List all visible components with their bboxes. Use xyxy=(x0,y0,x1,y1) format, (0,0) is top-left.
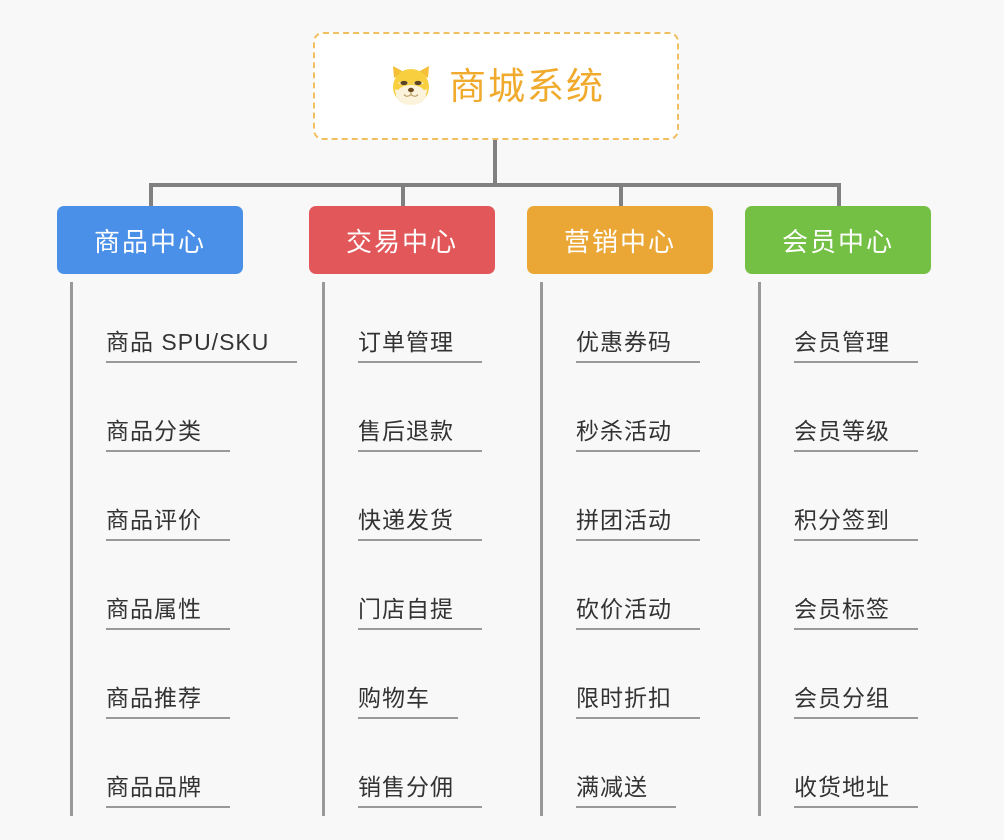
leaf-item[interactable]: 门店自提 xyxy=(322,549,482,638)
category-label: 营销中心 xyxy=(563,226,676,257)
leaf-item[interactable]: 商品推荐 xyxy=(70,638,297,727)
leaf-item[interactable]: 优惠券码 xyxy=(540,282,700,371)
leaf-item[interactable]: 限时折扣 xyxy=(540,638,700,727)
leaf-label: 会员标签 xyxy=(794,596,918,630)
leaf-label: 砍价活动 xyxy=(576,596,700,630)
leaf-item[interactable]: 收货地址 xyxy=(758,727,918,816)
leaf-label: 会员管理 xyxy=(794,329,918,363)
leaf-label: 商品 SPU/SKU xyxy=(106,329,298,363)
leaf-item[interactable]: 拼团活动 xyxy=(540,460,700,549)
leaf-label: 商品品牌 xyxy=(106,774,230,808)
leaf-column-2: 订单管理 售后退款 快递发货 门店自提 购物车 销售分佣 xyxy=(322,282,482,816)
leaf-item[interactable]: 商品属性 xyxy=(70,549,297,638)
leaf-item[interactable]: 会员等级 xyxy=(758,371,918,460)
leaf-label: 积分签到 xyxy=(794,507,918,541)
connector-drop-4 xyxy=(837,183,841,207)
category-label: 商品中心 xyxy=(93,226,206,257)
leaf-label: 拼团活动 xyxy=(576,507,700,541)
leaf-item[interactable]: 商品评价 xyxy=(70,460,297,549)
leaf-label: 购物车 xyxy=(358,685,458,719)
leaf-item[interactable]: 快递发货 xyxy=(322,460,482,549)
leaf-column-1: 商品 SPU/SKU 商品分类 商品评价 商品属性 商品推荐 商品品牌 xyxy=(70,282,298,816)
leaf-label: 商品分类 xyxy=(106,418,230,452)
leaf-label: 优惠券码 xyxy=(576,329,700,363)
leaf-item[interactable]: 售后退款 xyxy=(322,371,482,460)
leaf-label: 售后退款 xyxy=(358,418,482,452)
leaf-item[interactable]: 商品分类 xyxy=(70,371,297,460)
leaf-item[interactable]: 会员分组 xyxy=(758,638,918,727)
leaf-item[interactable]: 订单管理 xyxy=(322,282,482,371)
leaf-item[interactable]: 满减送 xyxy=(540,727,700,816)
leaf-label: 商品推荐 xyxy=(106,685,230,719)
category-box-4[interactable]: 会员中心 xyxy=(745,206,931,274)
leaf-item[interactable]: 商品品牌 xyxy=(70,727,297,816)
leaf-label: 商品评价 xyxy=(106,507,230,541)
leaf-label: 秒杀活动 xyxy=(576,418,700,452)
leaf-item[interactable]: 销售分佣 xyxy=(322,727,482,816)
leaf-label: 会员等级 xyxy=(794,418,918,452)
category-box-1[interactable]: 商品中心 xyxy=(57,206,243,274)
leaf-item[interactable]: 会员标签 xyxy=(758,549,918,638)
leaf-label: 商品属性 xyxy=(106,596,230,630)
connector-drop-3 xyxy=(619,183,623,207)
root-title: 商城系统 xyxy=(449,65,605,107)
leaf-item[interactable]: 积分签到 xyxy=(758,460,918,549)
leaf-label: 会员分组 xyxy=(794,685,918,719)
root-node[interactable]: 商城系统 xyxy=(313,32,679,140)
leaf-column-3: 优惠券码 秒杀活动 拼团活动 砍价活动 限时折扣 满减送 xyxy=(540,282,700,816)
shiba-dog-face-icon xyxy=(387,62,435,110)
category-box-3[interactable]: 营销中心 xyxy=(527,206,713,274)
category-label: 会员中心 xyxy=(781,226,894,257)
connector-horizontal-bus xyxy=(149,183,841,187)
leaf-item[interactable]: 砍价活动 xyxy=(540,549,700,638)
leaf-label: 收货地址 xyxy=(794,774,918,808)
leaf-label: 门店自提 xyxy=(358,596,482,630)
leaf-item[interactable]: 购物车 xyxy=(322,638,482,727)
column-spine xyxy=(540,282,543,816)
column-spine xyxy=(758,282,761,816)
leaf-column-4: 会员管理 会员等级 积分签到 会员标签 会员分组 收货地址 xyxy=(758,282,918,816)
leaf-label: 满减送 xyxy=(576,774,676,808)
category-box-2[interactable]: 交易中心 xyxy=(309,206,495,274)
leaf-item[interactable]: 会员管理 xyxy=(758,282,918,371)
leaf-label: 限时折扣 xyxy=(576,685,700,719)
leaf-item[interactable]: 商品 SPU/SKU xyxy=(70,282,298,371)
connector-drop-2 xyxy=(401,183,405,207)
connector-drop-1 xyxy=(149,183,153,207)
leaf-label: 销售分佣 xyxy=(358,774,482,808)
category-label: 交易中心 xyxy=(345,226,458,257)
leaf-label: 订单管理 xyxy=(358,329,482,363)
leaf-item[interactable]: 秒杀活动 xyxy=(540,371,700,460)
column-spine xyxy=(70,282,73,816)
connector-root-stem xyxy=(493,140,497,186)
column-spine xyxy=(322,282,325,816)
leaf-label: 快递发货 xyxy=(358,507,482,541)
